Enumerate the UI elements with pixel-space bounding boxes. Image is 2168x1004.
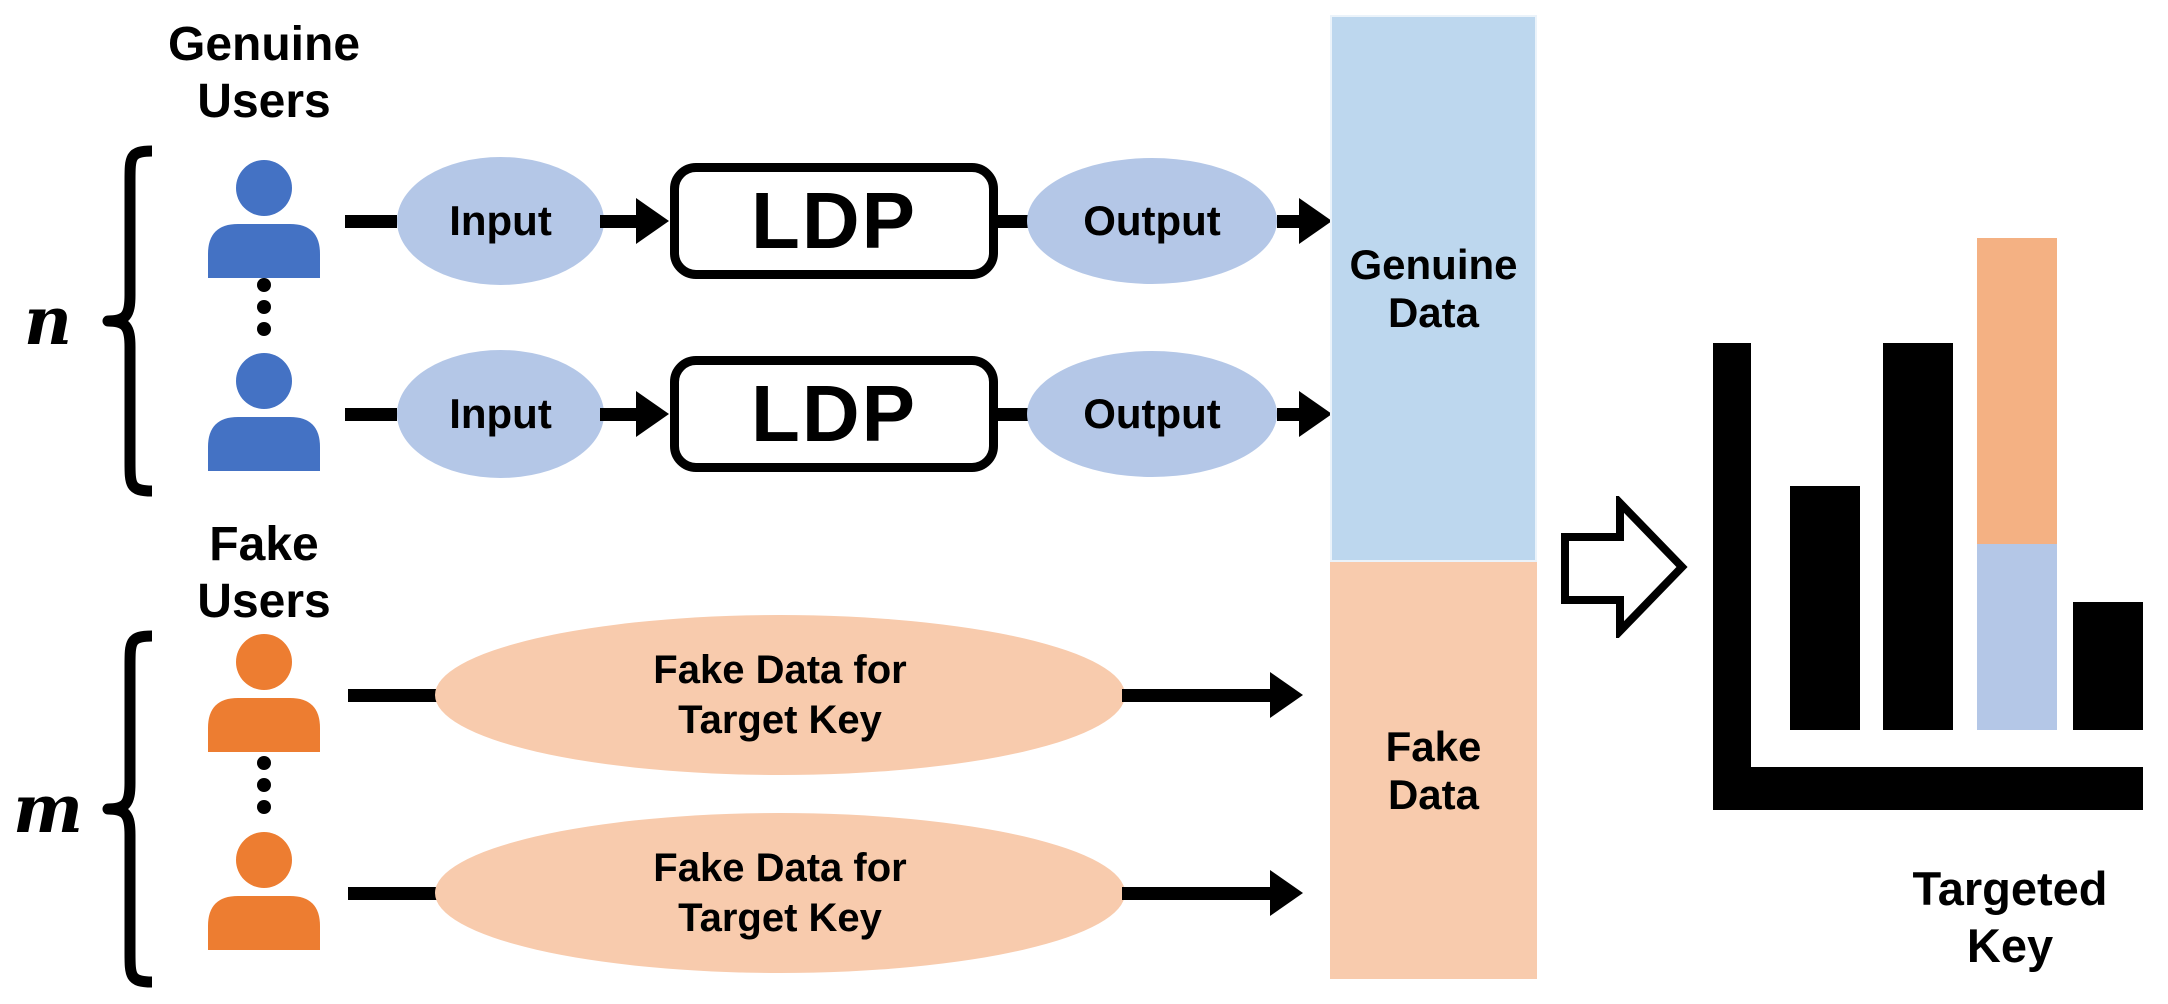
arrow-input-ldp-1-head <box>636 198 669 244</box>
genuine-user-icon-2 <box>208 353 320 471</box>
connector-fakeuser2-ellipse <box>348 887 452 900</box>
ellipsis-dot <box>257 756 271 770</box>
fake-data-pool: Fake Data <box>1330 562 1537 979</box>
arrow-fake2-pool-line <box>1122 887 1272 900</box>
arrow-fake2-pool-head <box>1270 870 1303 916</box>
targeted-key-label: Targeted Key <box>1850 860 2168 974</box>
fake-users-title-line1: Fake <box>209 518 319 571</box>
fake-data-ellipse-1-line1: Fake Data for <box>653 648 907 692</box>
output-ellipse-2: Output <box>1027 351 1277 477</box>
chart-bar-targeted-key-genuine <box>1977 544 2057 730</box>
ellipsis-dot <box>257 322 271 336</box>
targeted-key-label-line2: Key <box>1966 919 2054 972</box>
output-ellipse-1: Output <box>1027 158 1277 284</box>
fake-data-ellipse-2: Fake Data for Target Key <box>435 813 1125 973</box>
input-ellipse-2: Input <box>397 350 604 478</box>
input-label-1: Input <box>449 197 552 244</box>
arrow-input-ldp-2-head <box>636 391 669 437</box>
connector-user2-input <box>345 408 397 421</box>
ellipsis-dot <box>257 300 271 314</box>
fake-users-title-line2: Users <box>197 575 331 628</box>
genuine-count-n: n <box>24 282 72 360</box>
ldp-box-1: LDP <box>670 163 998 279</box>
genuine-data-label-line1: Genuine <box>1349 240 1518 288</box>
output-label-2: Output <box>1083 390 1221 437</box>
connector-ldp-output-2 <box>996 408 1030 421</box>
chart-bar-targeted-key-fake <box>1977 238 2057 544</box>
chart-x-axis <box>1713 767 2143 810</box>
brace-m-icon <box>102 630 153 988</box>
output-label-1: Output <box>1083 197 1221 244</box>
arrow-input-ldp-2-line <box>600 408 640 421</box>
fake-data-ellipse-2-line1: Fake Data for <box>653 846 907 890</box>
arrow-output-pool-2-head <box>1299 391 1332 437</box>
arrow-fake1-pool-head <box>1270 672 1303 718</box>
ldp-label-1: LDP <box>751 176 917 265</box>
ldp-box-2: LDP <box>670 356 998 472</box>
arrow-output-pool-2-line <box>1277 408 1303 421</box>
chart-bar-key-1-genuine <box>1790 486 1860 730</box>
targeted-key-label-line1: Targeted <box>1912 862 2108 915</box>
genuine-data-pool: Genuine Data <box>1330 15 1537 562</box>
input-ellipse-1: Input <box>397 157 604 285</box>
arrow-fake1-pool-line <box>1122 689 1272 702</box>
chart-bar-key-2-genuine <box>1883 343 1953 730</box>
genuine-data-label-line2: Data <box>1387 288 1480 336</box>
fake-user-icon-1 <box>208 634 320 752</box>
brace-n-icon <box>102 145 153 497</box>
fake-data-ellipse-2-line2: Target Key <box>678 896 882 940</box>
result-arrow-icon <box>1561 496 1688 638</box>
genuine-user-icon-1 <box>208 160 320 278</box>
arrow-output-pool-1-head <box>1299 198 1332 244</box>
genuine-users-title-line1: Genuine <box>167 18 361 71</box>
connector-fakeuser1-ellipse <box>348 689 452 702</box>
ldp-label-2: LDP <box>751 369 917 458</box>
fake-users-title: Fake Users <box>129 516 399 630</box>
input-label-2: Input <box>449 390 552 437</box>
arrow-input-ldp-1-line <box>600 215 640 228</box>
chart-bar-key-4-genuine <box>2073 602 2143 730</box>
chart-y-axis <box>1713 343 1751 810</box>
fake-data-ellipse-1: Fake Data for Target Key <box>435 615 1125 775</box>
fake-data-label-line2: Data <box>1387 770 1480 818</box>
ellipsis-dot <box>257 278 271 292</box>
fake-user-icon-2 <box>208 832 320 950</box>
ellipsis-dot <box>257 778 271 792</box>
connector-ldp-output-1 <box>996 215 1030 228</box>
connector-user1-input <box>345 215 397 228</box>
fake-count-m: m <box>13 770 83 848</box>
ellipsis-dot <box>257 800 271 814</box>
genuine-users-title: Genuine Users <box>129 16 399 130</box>
genuine-users-title-line2: Users <box>197 75 331 128</box>
fake-data-label-line1: Fake <box>1385 722 1482 770</box>
arrow-output-pool-1-line <box>1277 215 1303 228</box>
fake-data-ellipse-1-line2: Target Key <box>678 698 882 742</box>
